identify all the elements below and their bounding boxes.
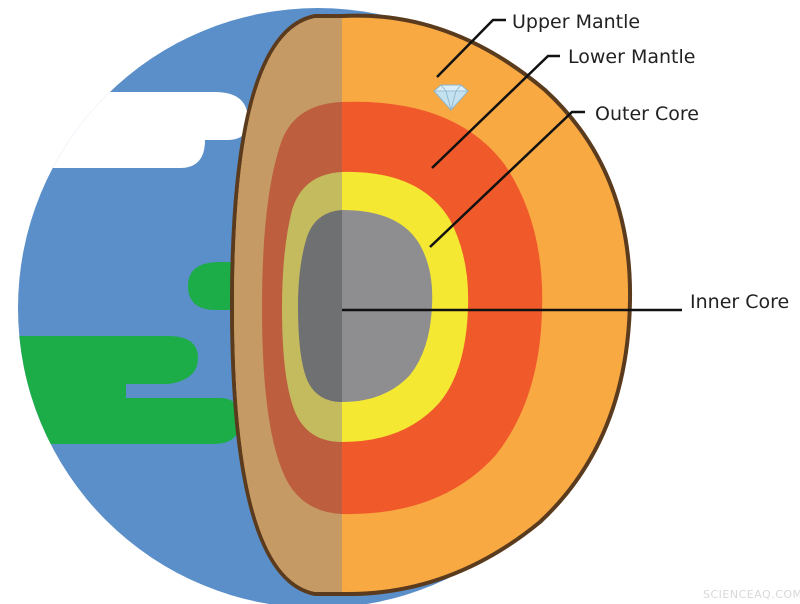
label-outer-core: Outer Core [595, 103, 699, 125]
lower-mantle-leader [431, 54, 560, 169]
inner-core-shadow [298, 210, 342, 402]
land-large [18, 336, 240, 444]
inner-core [342, 210, 433, 402]
label-upper-mantle: Upper Mantle [512, 11, 640, 33]
diamond-icon [433, 84, 469, 111]
watermark: SCIENCEAQ.COM [703, 588, 800, 601]
label-lower-mantle: Lower Mantle [568, 46, 695, 68]
leader-lines [342, 18, 682, 312]
outer-core-leader [429, 110, 585, 248]
label-inner-core: Inner Core [690, 291, 789, 313]
upper-mantle-leader [436, 18, 506, 78]
